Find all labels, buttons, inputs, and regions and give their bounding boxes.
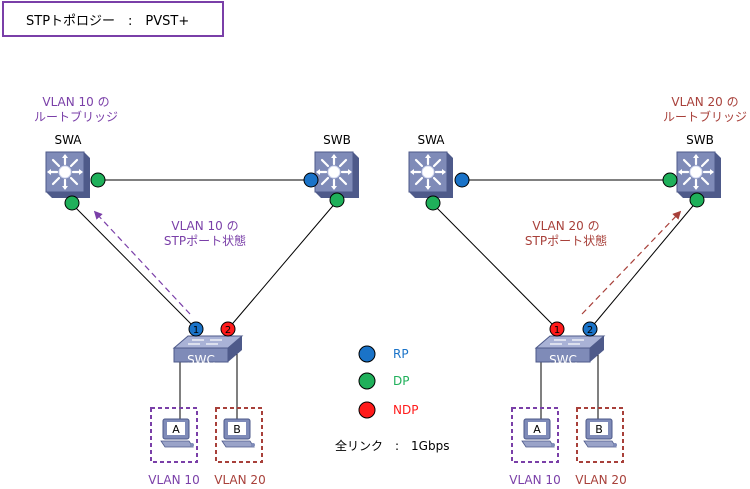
legend-dp-icon [358, 372, 376, 390]
host-b-label: B [595, 423, 603, 436]
root-path-arrow [93, 210, 191, 315]
swc-port1-number: 1 [193, 325, 199, 336]
root-note-line2: ルートブリッジ [663, 109, 747, 124]
legend-ndp-icon [358, 401, 376, 419]
legend-ndp-label: NDP [393, 403, 418, 417]
host-b-vlan20-box [576, 407, 624, 463]
page-title: STPトポロジー : PVST+ [26, 13, 190, 29]
swb-switch-icon [675, 150, 723, 200]
legend: RP DP NDP 全リンク : 1Gbps [335, 345, 449, 453]
swc-port2-ndp-icon [220, 321, 236, 337]
swb-switch-icon [313, 150, 361, 200]
legend-rp-label: RP [393, 347, 409, 361]
stp-note-line2: STPポート状態 [525, 233, 607, 248]
swa-port-rp-icon [454, 172, 470, 188]
swc-label: SWC [187, 353, 215, 367]
swc-port1-number: 1 [554, 325, 560, 336]
swc-port1-rp-icon [188, 321, 204, 337]
left-topology: SWA SWB SWC VLAN 10 の ルートブリッジ VLAN 10 の … [34, 95, 361, 487]
swb-label: SWB [686, 133, 714, 147]
swa-label: SWA [417, 133, 445, 147]
host-b-vlan20-box [215, 407, 263, 463]
swc-port1-ndp-icon [549, 321, 565, 337]
swc-port2-rp-icon [582, 321, 598, 337]
swa-label: SWA [54, 133, 82, 147]
host-b-label: B [233, 423, 241, 436]
swb-port-dp-icon [662, 172, 678, 188]
swa-port-dp-icon [425, 195, 441, 211]
host-b-vlan-label: VLAN 20 [575, 473, 626, 487]
right-topology: SWA SWB SWC VLAN 20 の ルートブリッジ VLAN 20 の … [407, 95, 747, 487]
link-swa-swc [432, 203, 558, 330]
swc-label: SWC [549, 353, 577, 367]
root-note-line1: VLAN 20 の [671, 95, 738, 109]
root-note-line1: VLAN 10 の [42, 95, 109, 109]
swa-port-dp-icon [64, 195, 80, 211]
host-a-label: A [172, 423, 180, 436]
stp-note-line2: STPポート状態 [164, 233, 246, 248]
swb-port-dp-icon [329, 192, 345, 208]
legend-dp-label: DP [393, 374, 409, 388]
host-a-vlan-label: VLAN 10 [509, 473, 560, 487]
swb-port-dp-icon [689, 192, 705, 208]
host-a-vlan-label: VLAN 10 [148, 473, 199, 487]
stp-note-line1: VLAN 10 の [171, 219, 238, 233]
link-swa-swc [71, 203, 197, 330]
host-a-vlan10-box [150, 407, 198, 463]
swb-port-rp-icon [303, 172, 319, 188]
stp-note-line1: VLAN 20 の [532, 219, 599, 233]
link-swb-swc [589, 200, 698, 330]
title-box: STPトポロジー : PVST+ [2, 1, 224, 37]
host-a-vlan10-box [511, 407, 559, 463]
swa-port-dp-icon [90, 172, 106, 188]
swa-switch-icon [407, 150, 455, 200]
root-note-line2: ルートブリッジ [34, 109, 118, 124]
link-speed-note: 全リンク : 1Gbps [335, 438, 449, 453]
host-a-label: A [533, 423, 541, 436]
swc-port2-number: 2 [225, 325, 231, 336]
link-swb-swc [227, 200, 338, 330]
root-path-arrow [581, 210, 682, 315]
swb-label: SWB [323, 133, 351, 147]
host-b-vlan-label: VLAN 20 [214, 473, 265, 487]
swc-port2-number: 2 [587, 325, 593, 336]
swa-switch-icon [44, 150, 92, 200]
legend-rp-icon [358, 345, 376, 363]
